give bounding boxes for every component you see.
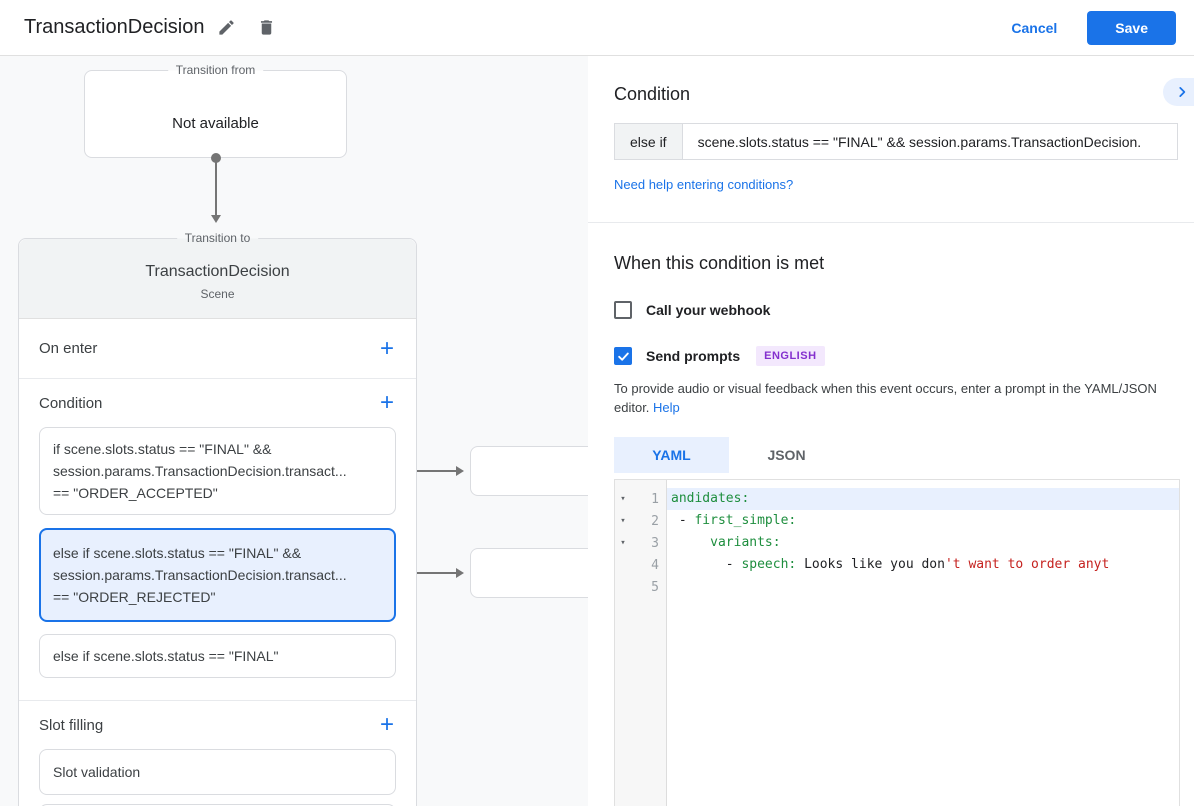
trash-icon — [260, 20, 272, 35]
line-number: 2 — [651, 513, 659, 529]
code-token-plain: - — [671, 513, 695, 528]
code-token-key: variants: — [710, 535, 781, 550]
slot-items: Slot validation — [39, 749, 396, 795]
tab-json[interactable]: JSON — [767, 447, 806, 463]
gutter-row: ▾1 — [615, 488, 666, 510]
edit-scene-button[interactable] — [208, 10, 244, 46]
condition-items: if scene.slots.status == "FINAL" && sess… — [39, 427, 396, 678]
transition-from-legend: Transition from — [167, 63, 264, 77]
add-slot-button[interactable]: + — [379, 711, 394, 738]
condition-detail-panel: Condition else if Need help entering con… — [588, 56, 1194, 806]
condition-section: Condition + if scene.slots.status == "FI… — [19, 379, 416, 701]
condition-item[interactable]: if scene.slots.status == "FINAL" && sess… — [39, 427, 396, 515]
call-webhook-checkbox[interactable] — [614, 301, 632, 319]
fold-arrow-icon[interactable]: ▾ — [620, 516, 626, 526]
connector-line — [400, 470, 458, 472]
on-enter-section: On enter + — [19, 319, 416, 379]
top-bar: TransactionDecision Cancel Save — [0, 0, 1194, 56]
condition-item-selected[interactable]: else if scene.slots.status == "FINAL" &&… — [39, 528, 396, 622]
slot-filling-section: Slot filling + Slot validation — [19, 701, 416, 806]
code-token-plain: Looks like you don — [796, 557, 945, 572]
when-condition-heading: When this condition is met — [614, 253, 825, 273]
condition-heading: Condition — [614, 84, 691, 104]
scene-subtitle: Scene — [200, 287, 235, 301]
add-on-enter-button[interactable]: + — [379, 334, 394, 362]
webhook-row: Call your webhook — [614, 301, 1178, 319]
add-condition-button[interactable]: + — [379, 389, 394, 416]
transition-to-legend: Transition to — [176, 231, 259, 245]
condition-item[interactable]: else if scene.slots.status == "FINAL" — [39, 634, 396, 678]
code-line[interactable]: - speech: Looks like you don't want to o… — [667, 554, 1179, 576]
gutter-row: 4 — [615, 554, 666, 576]
fold-arrow-icon[interactable]: ▾ — [620, 538, 626, 548]
scene-diagram-canvas: Transition from Not available Transition… — [0, 56, 588, 806]
code-token-key: first_simple: — [694, 513, 797, 528]
call-webhook-label: Call your webhook — [646, 302, 771, 318]
code-token-string: 't want to order anyt — [944, 557, 1110, 572]
prompts-description: To provide audio or visual feedback when… — [614, 381, 1157, 415]
line-number: 1 — [651, 491, 659, 507]
arrow-right-icon — [456, 466, 464, 476]
condition-label: Condition — [39, 394, 103, 412]
condition-editor-row: else if — [614, 123, 1178, 160]
code-line[interactable]: - first_simple: — [667, 510, 1179, 532]
checkmark-icon — [617, 352, 629, 361]
pencil-icon — [219, 20, 234, 35]
gutter-row: ▾3 — [615, 532, 666, 554]
gutter-row: ▾2 — [615, 510, 666, 532]
editor-tabs: YAML JSON — [614, 437, 1178, 473]
transition-target-node[interactable] — [470, 548, 588, 598]
transition-from-value: Not available — [172, 115, 259, 132]
scene-title: TransactionDecision — [145, 263, 290, 280]
line-number: 3 — [651, 535, 659, 551]
line-number: 4 — [651, 557, 659, 573]
scene-header: TransactionDecision Scene — [19, 239, 416, 319]
code-token-key: andidates: — [671, 491, 750, 506]
code-token-plain: - — [671, 557, 742, 572]
chevron-right-icon — [1178, 87, 1185, 97]
condition-expression-input[interactable] — [682, 123, 1178, 160]
fold-arrow-icon[interactable]: ▾ — [620, 494, 626, 504]
slot-filling-label: Slot filling — [39, 716, 104, 734]
code-line[interactable]: andidates: — [667, 488, 1179, 510]
condition-help-link[interactable]: Need help entering conditions? — [614, 177, 794, 192]
save-button[interactable]: Save — [1087, 10, 1176, 45]
condition-operator-label: else if — [614, 123, 683, 160]
arrow-down-icon — [211, 215, 221, 223]
panel-divider — [588, 222, 1194, 223]
collapse-panel-button[interactable] — [1163, 78, 1194, 106]
scene-node: Transition to TransactionDecision Scene … — [18, 231, 417, 806]
code-token-plain — [671, 535, 710, 550]
arrow-right-icon — [456, 568, 464, 578]
on-enter-label: On enter — [39, 340, 98, 357]
code-line[interactable] — [667, 576, 1179, 598]
tab-yaml[interactable]: YAML — [614, 437, 729, 473]
slot-item[interactable]: Slot validation — [39, 749, 396, 795]
editor-code-area[interactable]: andidates: - first_simple: variants: - s… — [667, 480, 1179, 806]
page-title: TransactionDecision — [24, 16, 205, 38]
prompts-help-link[interactable]: Help — [653, 400, 680, 415]
language-badge: ENGLISH — [756, 346, 825, 366]
delete-scene-button[interactable] — [248, 10, 284, 46]
transition-target-node[interactable] — [470, 446, 588, 496]
gutter-row: 5 — [615, 576, 666, 598]
code-token-key: speech: — [741, 557, 797, 572]
send-prompts-checkbox[interactable] — [614, 347, 632, 365]
send-prompts-row: Send prompts ENGLISH — [614, 346, 1178, 366]
cancel-button[interactable]: Cancel — [993, 12, 1075, 44]
transition-from-node: Transition from Not available — [84, 63, 347, 158]
connector-line — [400, 572, 458, 574]
connector-line — [215, 158, 217, 216]
line-number: 5 — [651, 579, 659, 595]
send-prompts-label: Send prompts — [646, 348, 741, 364]
code-line[interactable]: variants: — [667, 532, 1179, 554]
